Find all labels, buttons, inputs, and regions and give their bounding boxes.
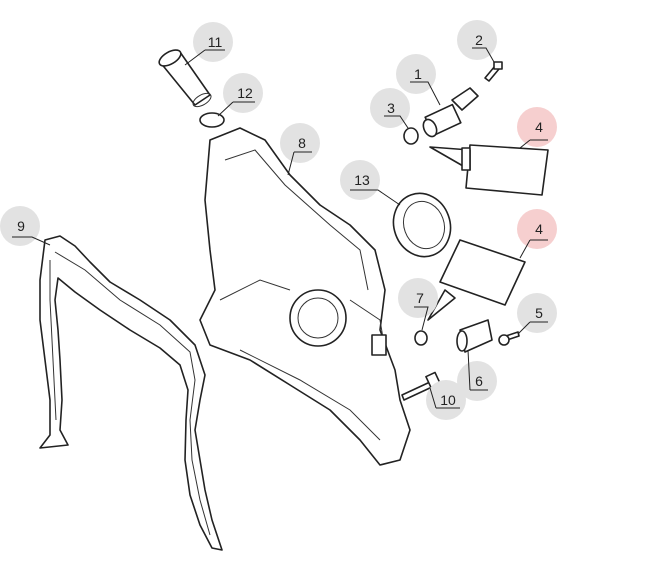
callout-8[interactable]: 8 <box>280 123 320 176</box>
callout-label: 4 <box>535 221 543 237</box>
callout-12[interactable]: 12 <box>217 73 263 117</box>
callout-label: 2 <box>475 32 483 48</box>
callout-label: 12 <box>237 85 253 101</box>
callout-6[interactable]: 6 <box>457 349 497 401</box>
callout-1[interactable]: 1 <box>396 54 441 106</box>
callout-label: 1 <box>414 66 422 82</box>
callout-11[interactable]: 11 <box>184 22 233 66</box>
callout-4-bottom[interactable]: 4 <box>517 209 557 259</box>
o-ring-7-part[interactable] <box>414 330 428 346</box>
sealant-tube-bottom-part[interactable] <box>427 239 526 321</box>
callout-label: 6 <box>475 373 483 389</box>
gasket-part[interactable] <box>39 235 223 551</box>
callout-13[interactable]: 13 <box>340 160 401 206</box>
callout-label: 9 <box>17 218 25 234</box>
callout-4-top[interactable]: 4 <box>517 107 557 149</box>
callout-5[interactable]: 5 <box>517 293 557 335</box>
timing-cover-part[interactable] <box>199 127 411 466</box>
o-ring-3-part[interactable] <box>403 127 419 145</box>
sensor-part[interactable] <box>421 87 479 139</box>
callout-2[interactable]: 2 <box>457 20 497 63</box>
callout-7[interactable]: 7 <box>398 278 438 331</box>
callout-3[interactable]: 3 <box>370 88 410 129</box>
o-ring-12-part[interactable] <box>199 112 225 128</box>
callout-label: 7 <box>416 290 424 306</box>
callout-label: 3 <box>387 100 395 116</box>
plug-part[interactable] <box>157 47 214 110</box>
oil-seal-part[interactable] <box>385 185 460 264</box>
callout-label: 4 <box>535 119 543 135</box>
callout-10[interactable]: 10 <box>426 380 466 420</box>
bolt-5-part[interactable] <box>498 331 520 346</box>
callout-label: 13 <box>354 172 370 188</box>
sealant-tube-top-part[interactable] <box>429 144 549 196</box>
callout-9[interactable]: 9 <box>0 206 51 246</box>
callout-label: 8 <box>298 135 306 151</box>
bolt-2-part[interactable] <box>484 61 503 82</box>
callout-label: 10 <box>440 392 456 408</box>
sensor-6-part[interactable] <box>456 319 493 353</box>
callout-label: 11 <box>208 34 223 50</box>
callout-label: 5 <box>535 305 543 321</box>
